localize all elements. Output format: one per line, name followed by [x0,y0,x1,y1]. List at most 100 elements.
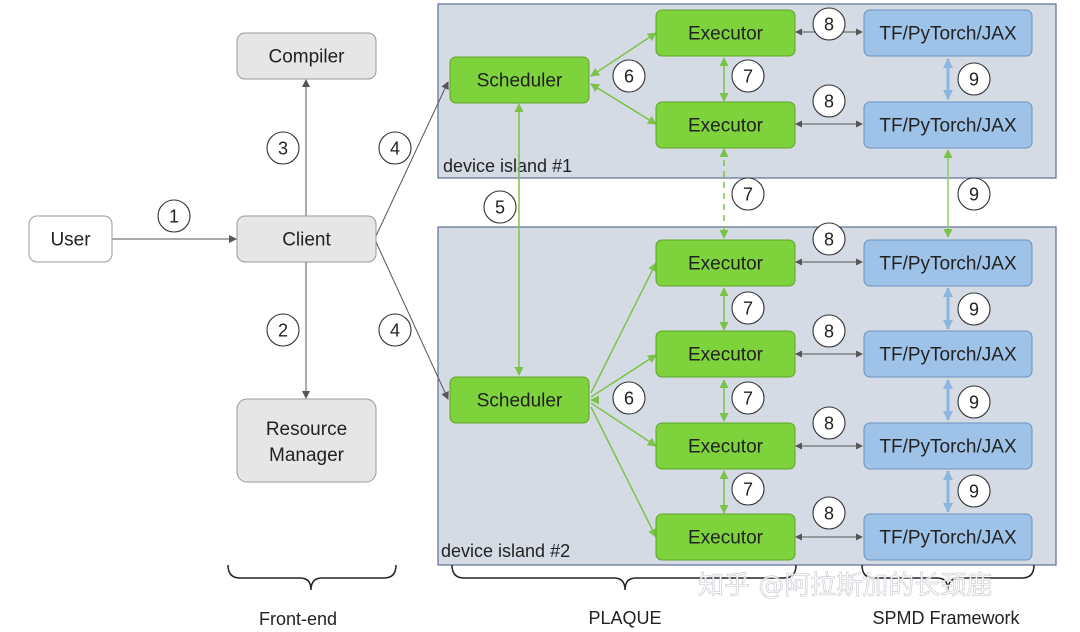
framework-node: TF/PyTorch/JAX [863,513,1033,561]
svg-text:6: 6 [624,67,634,87]
step-circle-7: 7 [731,59,765,93]
spmd-brace [861,564,1035,591]
framework-label: TF/PyTorch/JAX [879,528,1017,549]
sched2-exec-link [590,406,657,538]
scheduler-node-island2: Scheduler [449,376,590,424]
resource-manager-node: Resource Manager [236,398,377,483]
framework-label: TF/PyTorch/JAX [879,116,1017,137]
step-circle-6: 6 [612,381,646,415]
plaque-brace [451,564,797,591]
compiler-label: Compiler [268,47,345,68]
step-circle-8: 8 [812,496,846,530]
sched1-exec-link [590,32,657,77]
svg-text:7: 7 [743,480,753,500]
svg-text:8: 8 [824,414,834,434]
svg-text:7: 7 [743,389,753,409]
sched1-exec-link [590,83,657,125]
svg-text:9: 9 [969,70,979,90]
sched2-exec-link [590,354,657,398]
step-circle-4: 4 [378,131,412,165]
executor-label: Executor [688,437,764,458]
client-to-scheduler1-arrow [375,81,449,237]
resource-manager-label-line2: Manager [269,445,345,466]
svg-text:3: 3 [278,139,288,159]
svg-text:9: 9 [969,300,979,320]
framework-node: TF/PyTorch/JAX [863,422,1033,470]
svg-text:7: 7 [743,299,753,319]
executor-node: Executor [655,101,796,149]
step-circle-8: 8 [812,314,846,348]
svg-text:9: 9 [969,482,979,502]
framework-node: TF/PyTorch/JAX [863,101,1033,149]
framework-label: TF/PyTorch/JAX [879,345,1017,366]
svg-text:7: 7 [743,67,753,87]
svg-text:8: 8 [824,322,834,342]
svg-text:8: 8 [824,504,834,524]
svg-text:2: 2 [278,321,288,341]
framework-node: TF/PyTorch/JAX [863,239,1033,287]
executor-node: Executor [655,9,796,57]
svg-text:9: 9 [969,185,979,205]
svg-text:8: 8 [824,15,834,35]
executor-label: Executor [688,254,764,275]
step-circle-7: 7 [731,472,765,506]
resource-manager-label-line1: Resource [266,419,347,440]
spmd-framework-label: SPMD Framework [872,608,1020,628]
user-label: User [50,230,91,251]
client-node: Client [236,215,377,263]
executor-label: Executor [688,116,764,137]
framework-label: TF/PyTorch/JAX [879,24,1017,45]
step-circle-7: 7 [731,381,765,415]
client-label: Client [282,230,331,251]
framework-node: TF/PyTorch/JAX [863,330,1033,378]
framework-label: TF/PyTorch/JAX [879,254,1017,275]
step-circle-5: 5 [483,190,517,224]
svg-text:5: 5 [495,198,505,218]
executor-node: Executor [655,239,796,287]
front-end-brace [227,564,397,591]
step-circle-9: 9 [957,177,991,211]
sched2-exec-link [590,402,657,447]
framework-node: TF/PyTorch/JAX [863,9,1033,57]
client-to-scheduler2-arrow [375,241,449,400]
watermark: 知乎 @阿拉斯加的长颈鹿 [698,571,992,601]
step-circle-6: 6 [612,59,646,93]
step-circle-3: 3 [266,131,300,165]
compiler-node: Compiler [236,32,377,80]
step-circle-7: 7 [731,291,765,325]
svg-text:7: 7 [743,185,753,205]
executor-label: Executor [688,528,764,549]
svg-text:8: 8 [824,92,834,112]
svg-text:9: 9 [969,393,979,413]
step-circle-7: 7 [731,177,765,211]
svg-text:6: 6 [624,389,634,409]
step-circle-4: 4 [378,313,412,347]
svg-text:4: 4 [390,139,400,159]
scheduler-label: Scheduler [477,391,563,412]
step-circle-8: 8 [812,406,846,440]
executor-label: Executor [688,24,764,45]
user-node: User [28,215,113,263]
step-circle-8: 8 [812,222,846,256]
step-circle-8: 8 [812,84,846,118]
island-1-label: device island #1 [443,156,572,176]
executor-node: Executor [655,422,796,470]
svg-text:8: 8 [824,230,834,250]
step-circle-9: 9 [957,385,991,419]
executor-node: Executor [655,513,796,561]
step-circle-9: 9 [957,292,991,326]
executor-label: Executor [688,345,764,366]
step-circle-9: 9 [957,474,991,508]
island-2-label: device island #2 [441,541,570,561]
svg-text:1: 1 [169,207,179,227]
svg-text:4: 4 [390,321,400,341]
scheduler-label: Scheduler [477,71,563,92]
step-circle-8: 8 [812,7,846,41]
step-circle-2: 2 [266,313,300,347]
plaque-label: PLAQUE [588,608,661,628]
front-end-label: Front-end [259,609,337,629]
framework-label: TF/PyTorch/JAX [879,437,1017,458]
step-circle-9: 9 [957,62,991,96]
sched2-exec-link [590,262,657,394]
